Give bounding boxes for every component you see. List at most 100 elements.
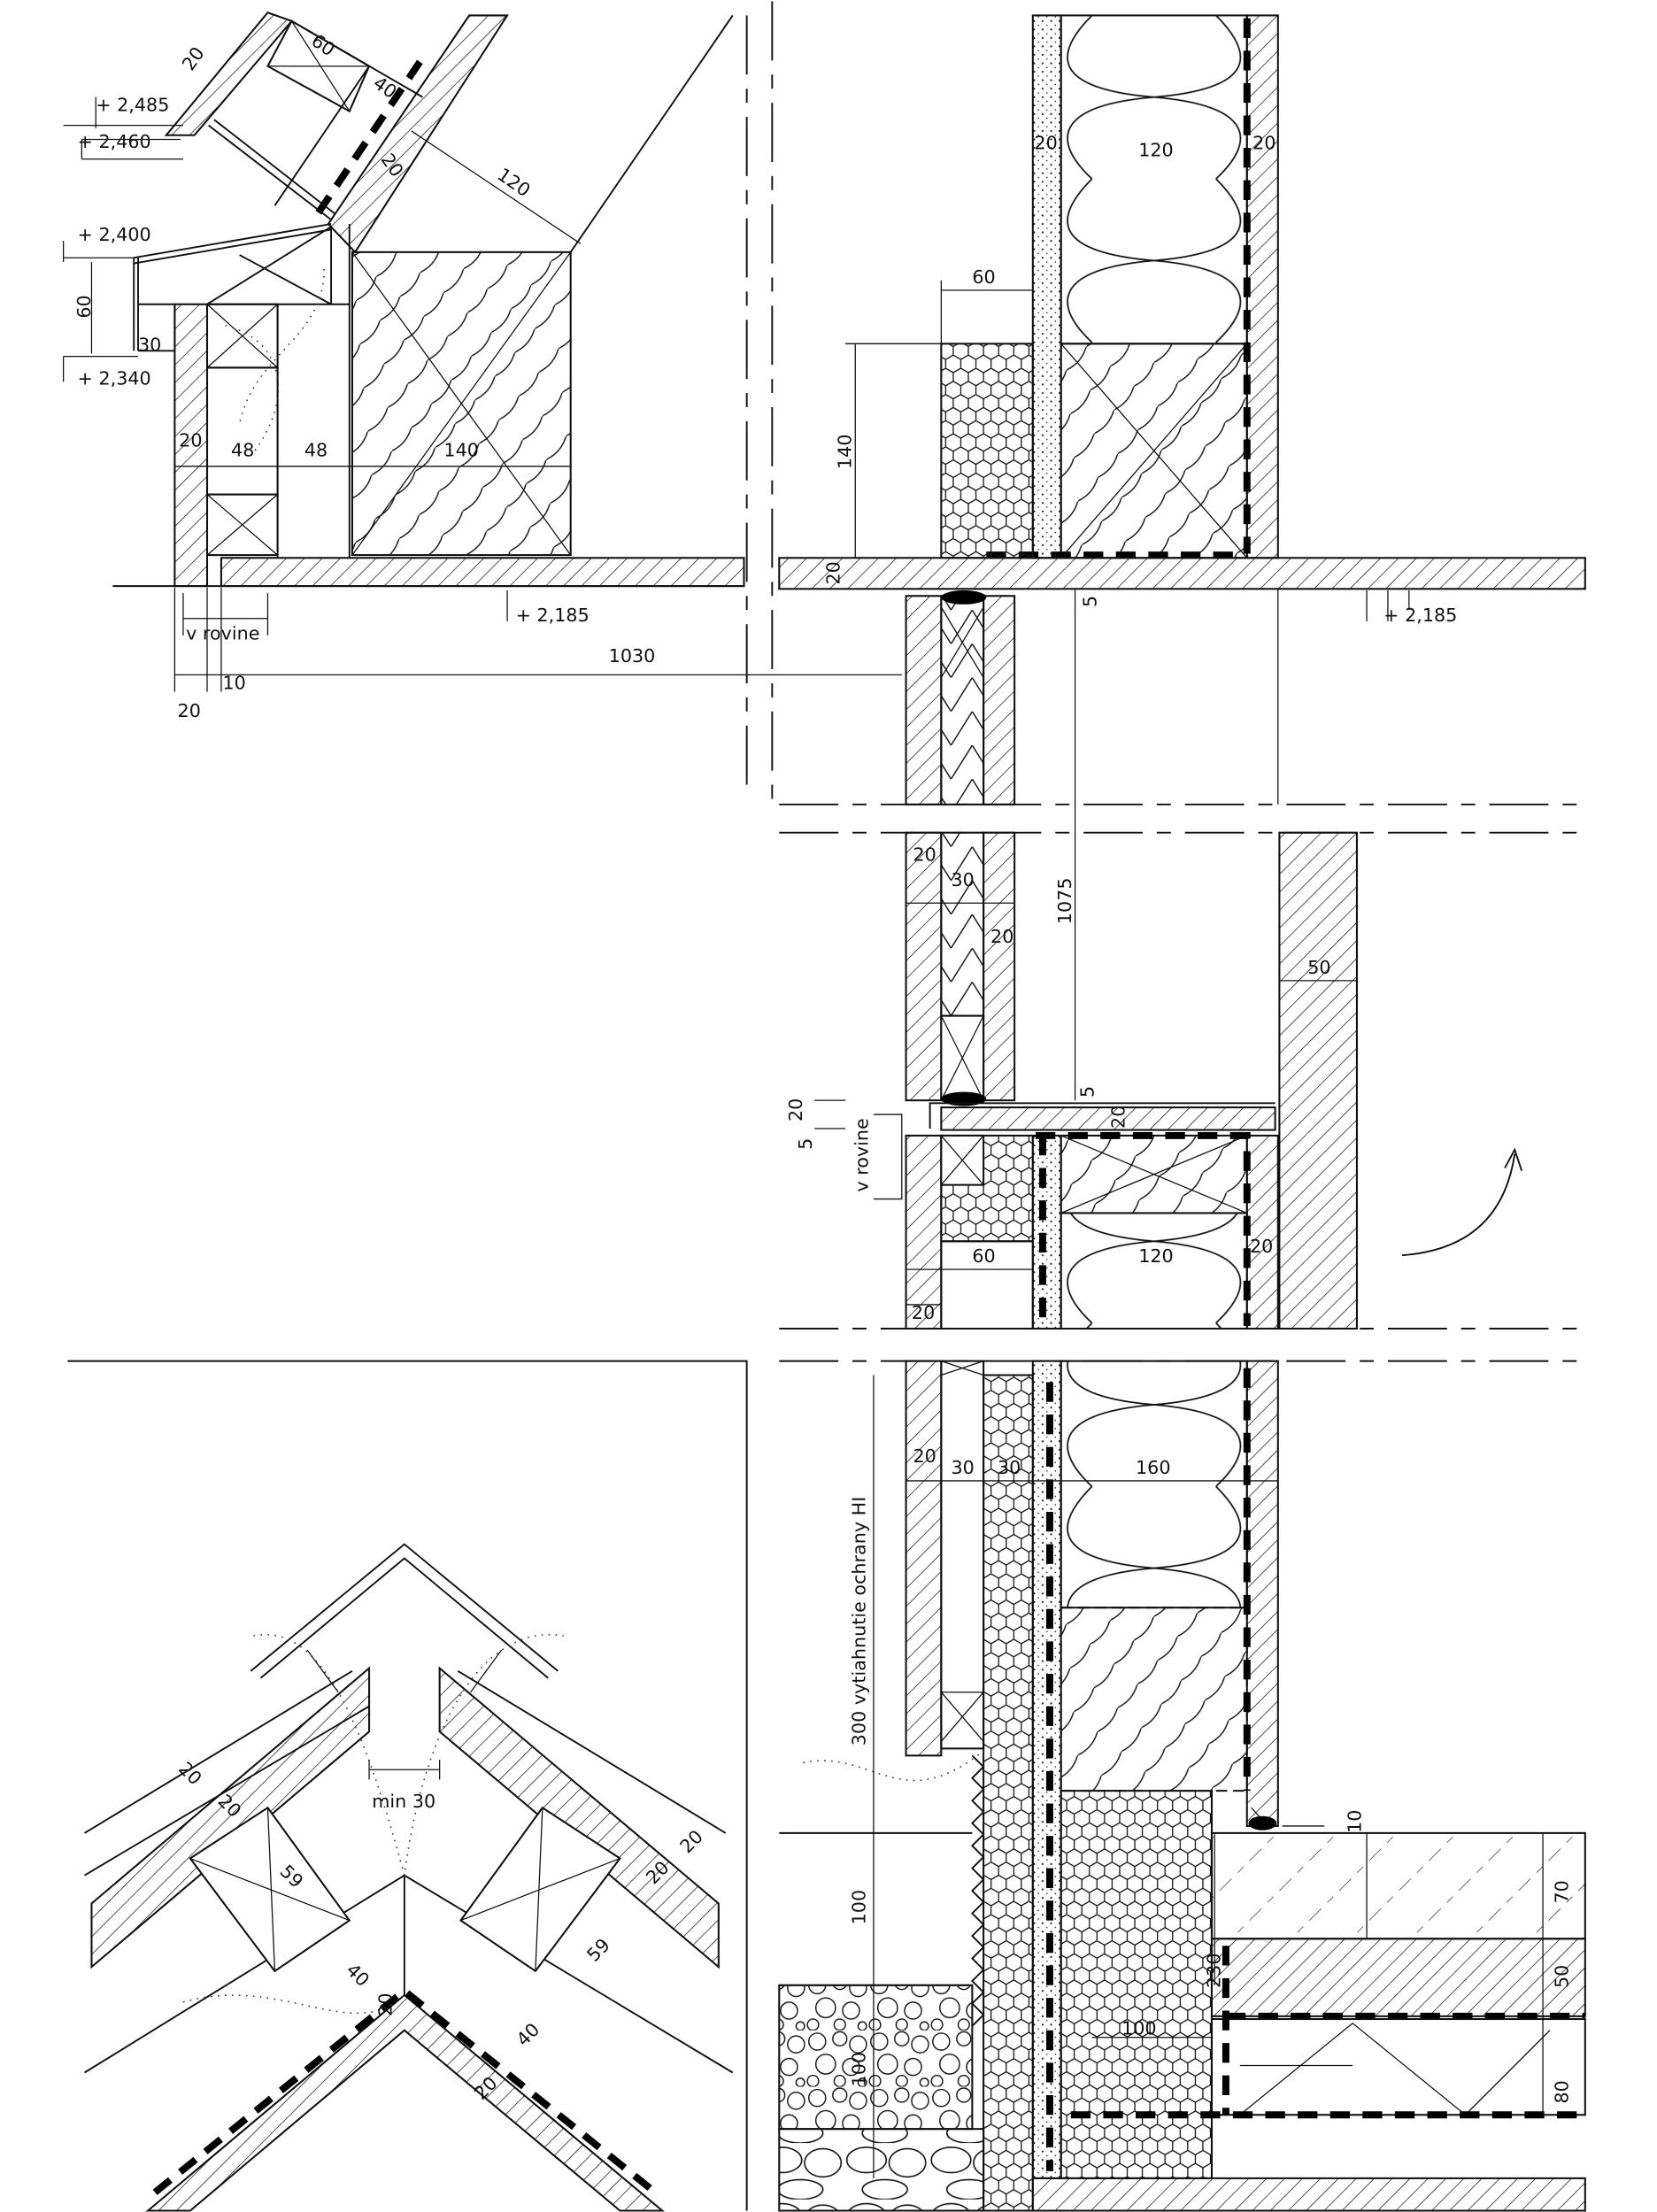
roof-board <box>327 14 509 254</box>
dim-label: 70 <box>1552 1880 1573 1903</box>
batten <box>940 1134 985 1186</box>
fibre-board <box>1031 14 1062 559</box>
roof-board-right <box>438 1666 720 1969</box>
eaves-flashing <box>133 223 332 351</box>
ridge-corner-detail: 20 20 59 min 30 20 20 59 40 40 20 20 <box>67 1360 748 2212</box>
sill-timber <box>1060 1607 1248 1792</box>
dim-label: 20 <box>675 1826 707 1858</box>
hydro-insulation-note: 300 vytiahnutie ochrany HI <box>848 1497 869 1746</box>
drainage-gravel <box>778 1984 974 2131</box>
timber-right <box>459 1806 621 1973</box>
dim-label: 1075 <box>1054 877 1075 924</box>
rafter-timber <box>351 250 572 557</box>
fascia-board <box>173 303 209 588</box>
dim-label: 100 <box>848 1890 869 1925</box>
elevation-label: + 2,185 <box>516 605 590 626</box>
elevation-label: + 2,460 <box>78 131 151 152</box>
dim-label: 20 <box>785 1098 806 1121</box>
dim-label: 20 <box>1034 133 1057 154</box>
dim-label: 5 <box>1079 596 1100 607</box>
floor-slab <box>778 557 1586 590</box>
dim-label: 30 <box>951 1457 974 1478</box>
dim-label: 20 <box>1252 133 1276 154</box>
floor-board <box>220 557 745 588</box>
timber-left <box>189 1806 351 1973</box>
dim-label: 30 <box>138 334 161 355</box>
lower-roof-board <box>145 1993 666 2212</box>
membrane <box>152 1986 658 2195</box>
flashing <box>929 1102 1276 1129</box>
floor-plate <box>940 1106 1276 1131</box>
gutter-board <box>164 12 294 136</box>
in-plane-label: v rovine <box>852 1118 873 1191</box>
dim-label: 20 <box>1250 1236 1273 1257</box>
dim-label: 50 <box>1552 1965 1573 1988</box>
dim-label: 20 <box>823 561 844 584</box>
eps-insulation <box>940 343 1034 559</box>
elevation-label: + 2,340 <box>78 367 151 389</box>
roof-board-left <box>90 1666 371 1969</box>
dimpled-membrane <box>971 1754 985 2027</box>
dim-label: 160 <box>1136 1457 1171 1478</box>
eaves-framing <box>206 226 350 305</box>
dim-label: 59 <box>582 1934 614 1966</box>
dim-label: 80 <box>1552 2080 1573 2103</box>
dim-label: 120 <box>1138 140 1174 161</box>
dim-label: min 30 <box>372 1791 435 1812</box>
batten <box>940 1014 985 1102</box>
dim-label: 10 <box>223 672 246 693</box>
dim-label: 30 <box>951 869 974 890</box>
gutter-bottom <box>208 119 336 220</box>
plinth-detail: 20 30 30 160 300 vytiahnutie ochrany HI … <box>778 1360 1586 2212</box>
dim-label: 140 <box>443 440 479 461</box>
dim-label: 120 <box>1138 1245 1174 1267</box>
dim-label: 20 <box>375 1992 397 2015</box>
eaves-detail: + 2,485 + 2,460 + 2,400 60 30 + 2,340 20… <box>62 12 1389 721</box>
dim-label: 230 <box>1204 1953 1225 1988</box>
elevation-label: + 2,185 <box>1383 605 1457 626</box>
counter-batten <box>940 595 985 805</box>
panel-joint-detail: 20 30 20 1075 50 5 20 5 v rovine 20 60 1… <box>785 831 1523 1330</box>
inner-board <box>1245 14 1279 559</box>
dim-line <box>411 130 582 244</box>
dim-label: 120 <box>493 164 534 201</box>
cladding-board <box>905 595 943 805</box>
concrete-screed <box>1210 1831 1586 1940</box>
dim-label: 20 <box>912 1302 935 1323</box>
dim-label: 100 <box>1121 2018 1157 2039</box>
elevation-label: + 2,400 <box>78 224 151 245</box>
dim-label: 10 <box>1345 1810 1366 1833</box>
dim-label: 20 <box>1107 1106 1129 1129</box>
dim-label: 60 <box>972 1245 995 1267</box>
internal-wall <box>1278 831 1358 1330</box>
ridge-cap <box>250 1543 559 1679</box>
sealant-bead <box>941 590 987 605</box>
dim-label: 20 <box>913 844 936 866</box>
mineral-wool <box>1060 14 1248 345</box>
wall-floor-detail: 20 120 20 60 140 20 5 + 2,185 <box>778 14 1586 1101</box>
xps-insulation <box>983 1374 1034 2212</box>
dim-label: 1030 <box>609 645 656 667</box>
dim-label: 5 <box>795 1138 816 1150</box>
stud-timber <box>1060 343 1248 559</box>
dim-label: 5 <box>1076 1086 1098 1098</box>
dim-label: 20 <box>179 430 202 451</box>
dim-label: 60 <box>972 266 995 288</box>
dim-label: 140 <box>834 434 855 469</box>
dim-label: 100 <box>848 2052 869 2087</box>
elevation-label: + 2,485 <box>96 95 169 116</box>
detail-frame <box>67 1360 748 2211</box>
floor-insulation <box>1210 1938 1586 2017</box>
batten-lower <box>205 493 279 557</box>
dim-label: 20 <box>990 926 1013 947</box>
roof-outline <box>569 14 734 253</box>
coarse-stones <box>778 2128 985 2212</box>
dim-label: 20 <box>178 43 209 74</box>
dim-label: 40 <box>513 2019 544 2051</box>
foundation <box>1031 2177 1586 2212</box>
dim-label: 20 <box>178 700 201 721</box>
in-plane-label: v rovine <box>186 623 259 644</box>
dim-label: 20 <box>913 1445 936 1467</box>
dim-label: 48 <box>231 440 254 461</box>
